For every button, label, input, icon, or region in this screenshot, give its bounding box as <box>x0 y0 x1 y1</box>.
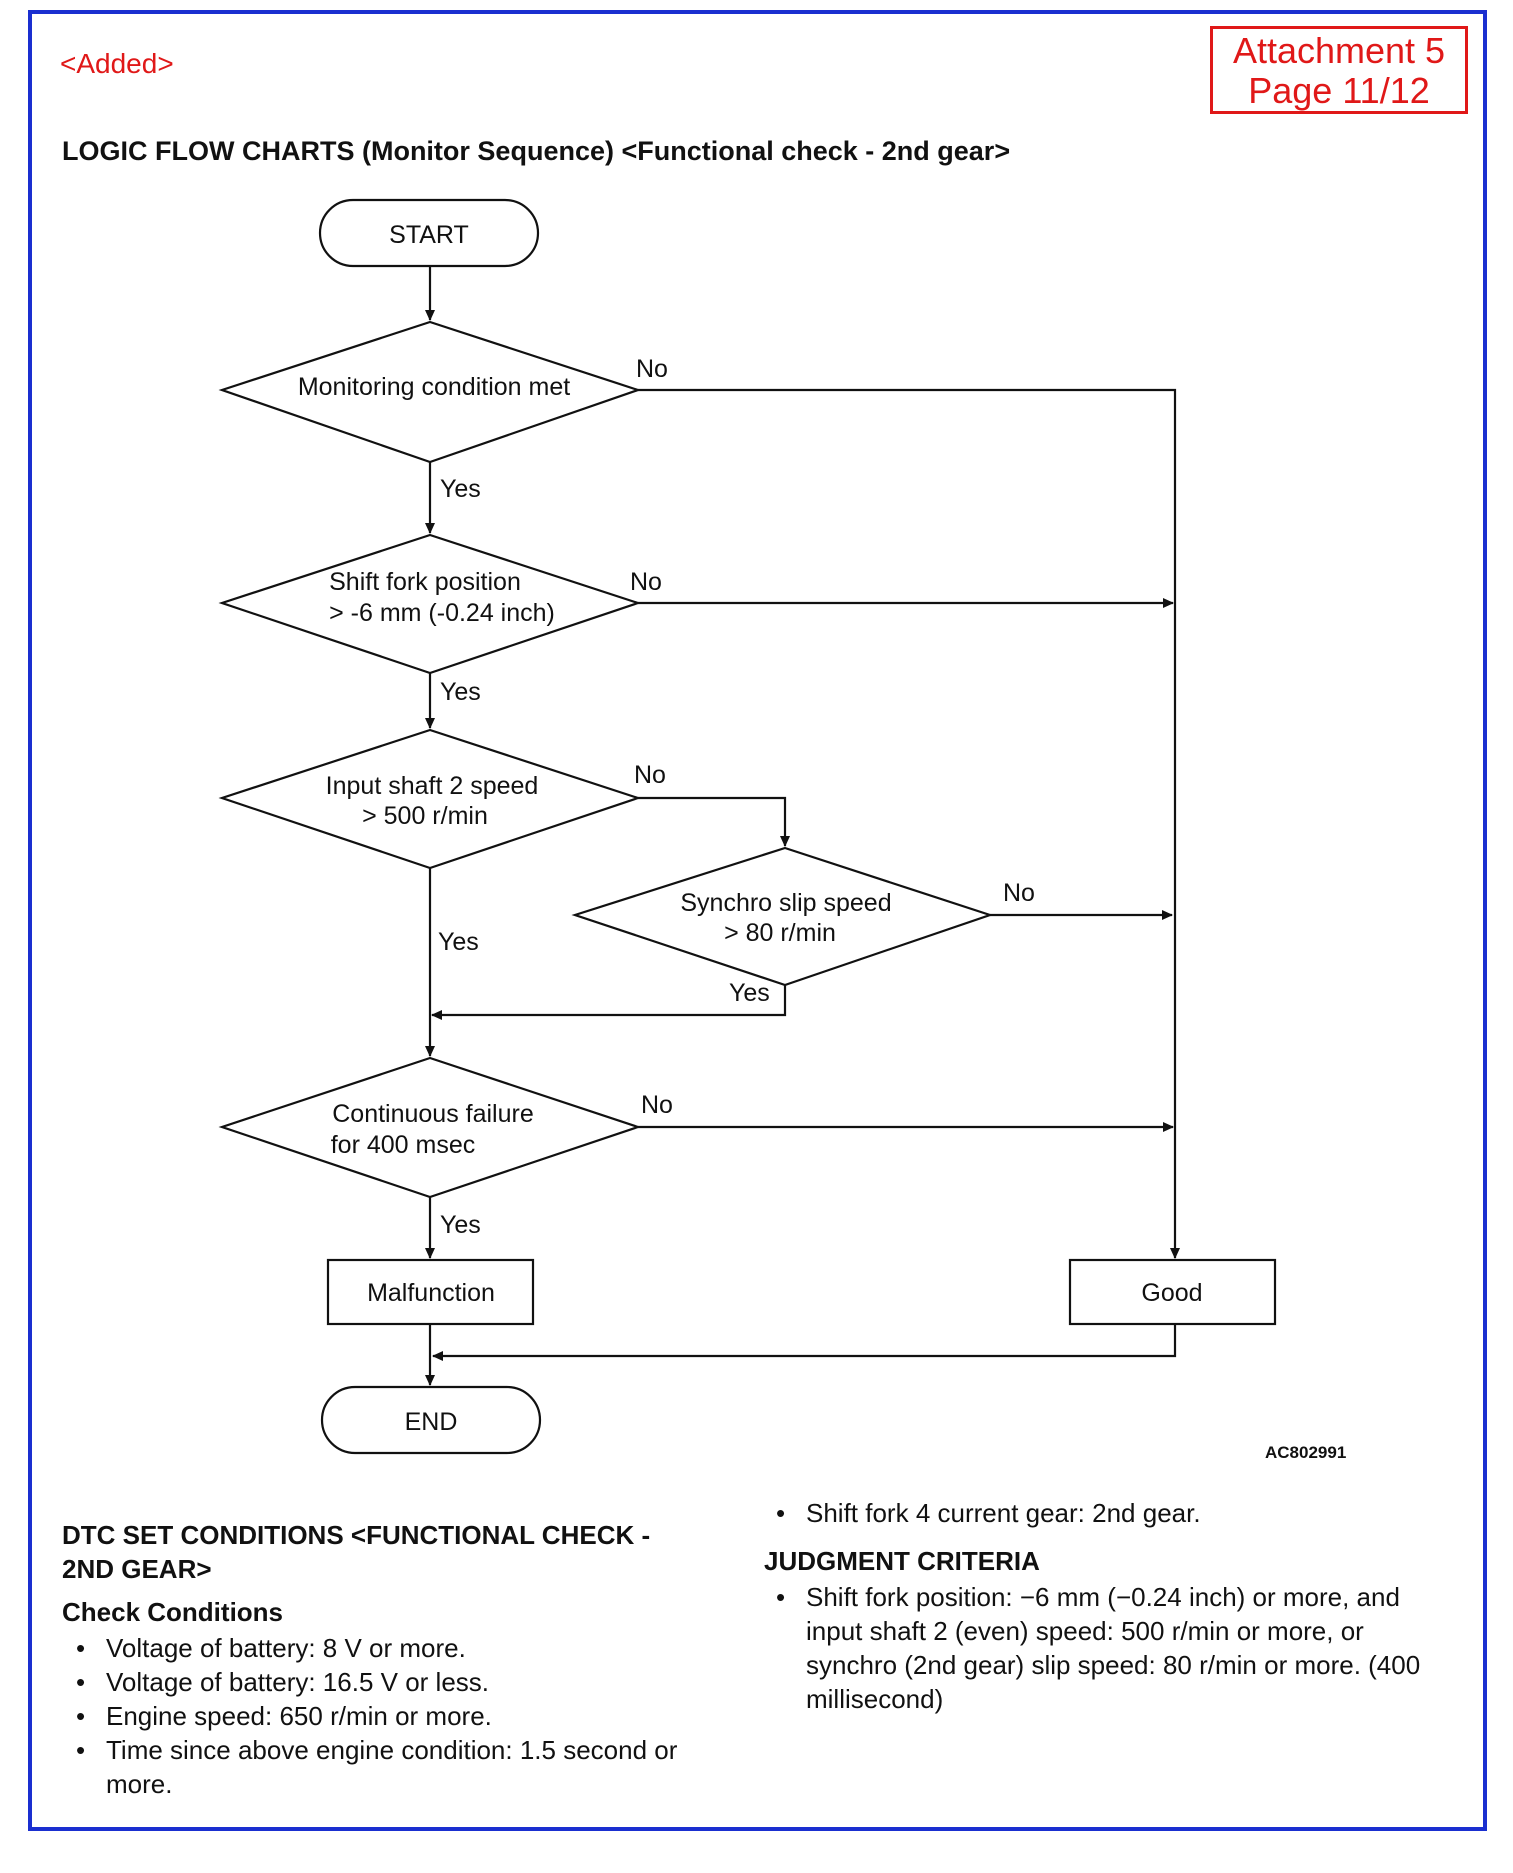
dtc-heading-line2: 2ND GEAR> <box>62 1554 212 1584</box>
flow-monitoring-no <box>638 388 1180 1259</box>
continuous-label-line2: for 400 msec <box>331 1131 476 1159</box>
no-label-continuous: No <box>641 1091 673 1119</box>
process-good <box>1068 1258 1277 1326</box>
flow-input-shaft-no <box>638 796 790 847</box>
page-frame <box>28 10 1487 1831</box>
list-item: Voltage of battery: 16.5 V or less. <box>62 1665 742 1699</box>
flow-synchro-yes <box>431 985 787 1020</box>
synchro-label-line1: Synchro slip speed <box>680 889 891 917</box>
no-label-shift-fork: No <box>630 568 662 596</box>
shift-fork-label-line2: > -6 mm (-0.24 inch) <box>329 599 555 627</box>
continuous-label-line1: Continuous failure <box>332 1100 534 1128</box>
attachment-box: Attachment 5 Page 11/12 <box>1210 26 1468 114</box>
added-label: <Added> <box>60 48 174 79</box>
list-item: Time since above engine condition: 1.5 s… <box>62 1733 742 1801</box>
no-label-monitoring: No <box>636 355 668 383</box>
good-label: Good <box>1141 1279 1202 1307</box>
no-label-input-shaft: No <box>634 761 666 789</box>
attachment-number: Attachment 5 <box>1232 30 1446 71</box>
start-label: START <box>389 221 469 249</box>
attachment-page: Page 11/12 <box>1248 70 1430 111</box>
yes-label-continuous: Yes <box>440 1211 481 1239</box>
yes-label-monitoring: Yes <box>440 475 481 503</box>
no-label-synchro: No <box>1003 879 1035 907</box>
check-conditions-heading: Check Conditions <box>62 1597 284 1627</box>
list-item: Voltage of battery: 8 V or more. <box>62 1631 742 1665</box>
yes-label-shift-fork: Yes <box>440 678 481 706</box>
yes-label-synchro: Yes <box>729 979 770 1007</box>
extra-condition-list: Shift fork 4 current gear: 2nd gear. <box>762 1496 1442 1530</box>
judgment-criteria-heading: JUDGMENT CRITERIA <box>764 1546 1040 1576</box>
malfunction-label: Malfunction <box>367 1279 495 1307</box>
figure-code: AC802991 <box>1265 1443 1347 1462</box>
list-item: Shift fork position: −6 mm (−0.24 inch) … <box>762 1580 1442 1716</box>
synchro-label-line2: > 80 r/min <box>724 919 836 947</box>
check-conditions-list: Voltage of battery: 8 V or more. Voltage… <box>62 1631 742 1801</box>
end-label: END <box>405 1408 458 1436</box>
dtc-heading-line1: DTC SET CONDITIONS <FUNCTIONAL CHECK - <box>62 1520 651 1550</box>
shift-fork-label-line1: Shift fork position <box>329 568 521 596</box>
dtc-heading: DTC SET CONDITIONS <FUNCTIONAL CHECK - 2… <box>62 1518 650 1586</box>
list-item: Shift fork 4 current gear: 2nd gear. <box>762 1496 1442 1530</box>
list-item: Engine speed: 650 r/min or more. <box>62 1699 742 1733</box>
input-shaft-label-line1: Input shaft 2 speed <box>326 772 539 800</box>
end-terminal <box>320 1385 542 1455</box>
page-title: LOGIC FLOW CHARTS (Monitor Sequence) <Fu… <box>62 136 1011 166</box>
monitoring-condition-label: Monitoring condition met <box>298 373 570 401</box>
input-shaft-label-line2: > 500 r/min <box>362 802 488 830</box>
judgment-criteria-list: Shift fork position: −6 mm (−0.24 inch) … <box>762 1580 1442 1716</box>
yes-label-input-shaft: Yes <box>438 928 479 956</box>
flow-good-to-end <box>432 1324 1177 1361</box>
